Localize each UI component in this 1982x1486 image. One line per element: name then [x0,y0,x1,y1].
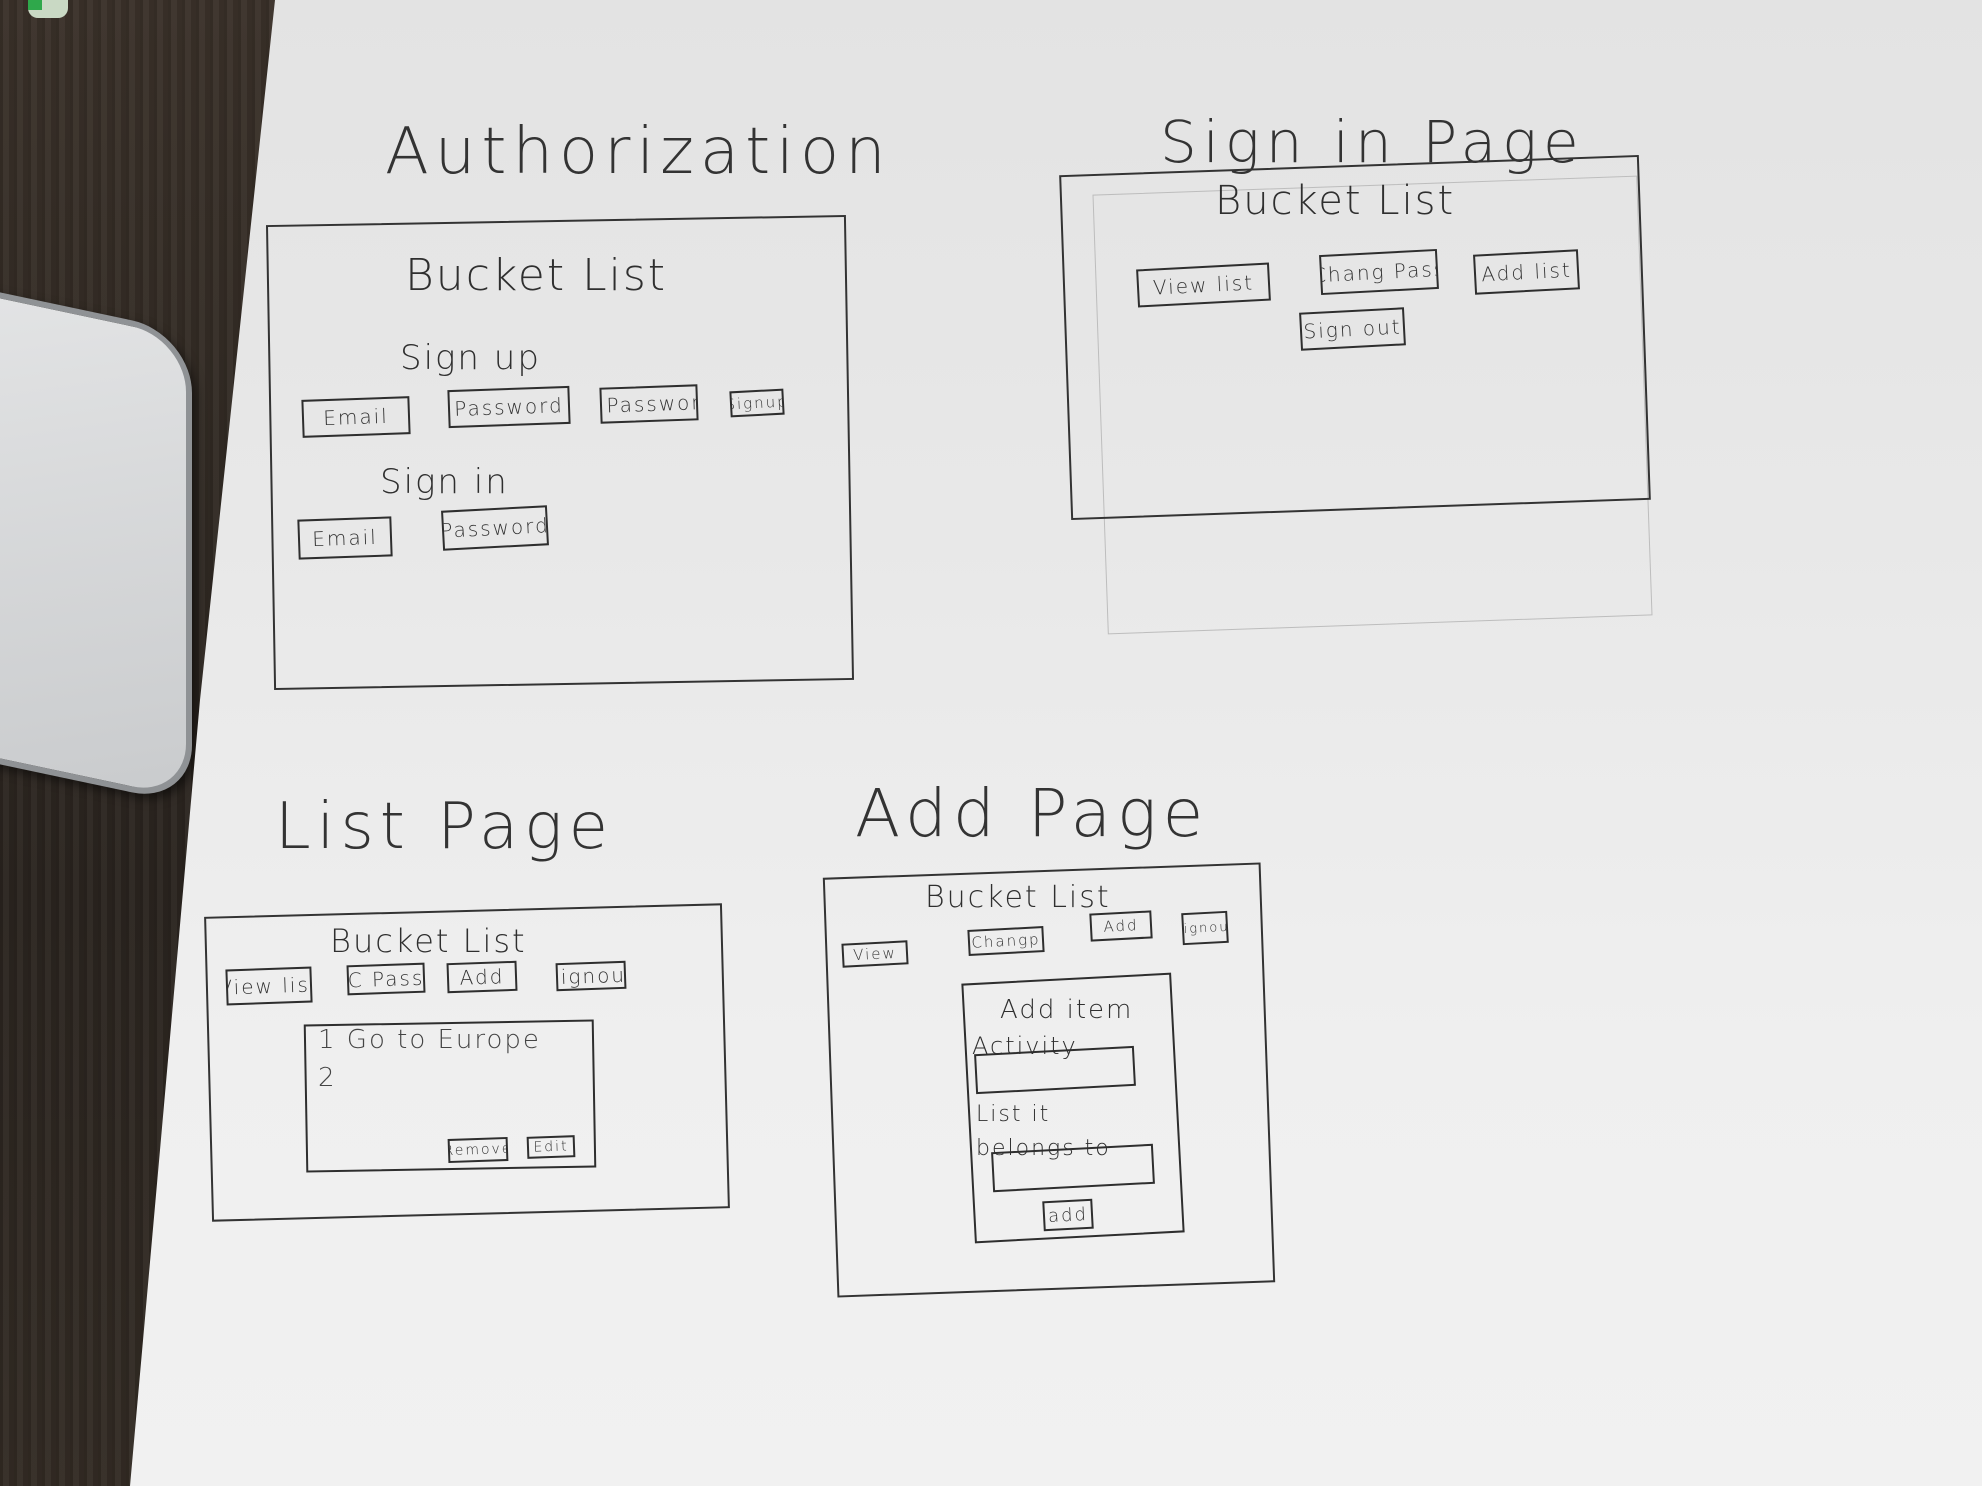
list-signout-button[interactable]: Signout [555,960,627,992]
laptop-corner [0,266,192,806]
add-change-password-button[interactable]: Changp [967,926,1045,956]
signin-email-field[interactable]: Email [297,516,393,560]
add-add-button[interactable]: Add [1089,910,1153,942]
signup-email-field[interactable]: Email [301,396,411,438]
list-page-title: List Page [275,790,614,864]
signin-password-field[interactable]: Password [441,505,549,551]
activity-input[interactable] [974,1045,1136,1095]
signup-password-field[interactable]: Password [447,385,571,429]
add-list-button[interactable]: Add list [1473,249,1580,295]
list-change-password-button[interactable]: C Pass [346,962,426,996]
authorization-title: Authorization [385,115,892,189]
list-add-button[interactable]: Add [446,960,518,994]
signup-button[interactable]: Signup [729,388,785,418]
change-password-button[interactable]: Chang Pass [1319,248,1439,296]
list-view-list-button[interactable]: View list [225,966,313,1006]
list-page-app-title: Bucket List [330,922,527,960]
list-belongs-to-input[interactable] [991,1143,1155,1193]
paper-sheet [130,0,1982,1486]
marker-tip [28,0,42,10]
view-list-button[interactable]: View list [1136,262,1271,308]
list-item[interactable]: 1 Go to Europe [318,1025,541,1055]
add-page-title: Add Page [855,775,1210,852]
signup-heading: Sign up [400,338,541,378]
add-signout-button[interactable]: Signout [1181,910,1229,946]
add-item-submit-button[interactable]: add [1042,1198,1094,1232]
list-item[interactable]: 2 [318,1063,337,1093]
sign-out-button[interactable]: Sign out [1299,307,1406,351]
signin-page-app-title: Bucket List [1215,178,1456,224]
edit-button[interactable]: Edit [526,1135,576,1159]
activity-label: Activity [972,1032,1078,1060]
signup-confirm-password-field[interactable]: C Password [599,384,699,424]
add-view-button[interactable]: View [841,940,909,968]
add-page-app-title: Bucket List [925,880,1111,915]
signin-page-title: Sign in Page [1160,108,1585,176]
authorization-app-title: Bucket List [405,250,668,301]
remove-button[interactable]: Remove [447,1136,509,1164]
add-item-form-title: Add item [1000,995,1134,1025]
list-belongs-to-label: List it belongs to [976,1102,1111,1161]
signin-heading: Sign in [380,462,509,502]
